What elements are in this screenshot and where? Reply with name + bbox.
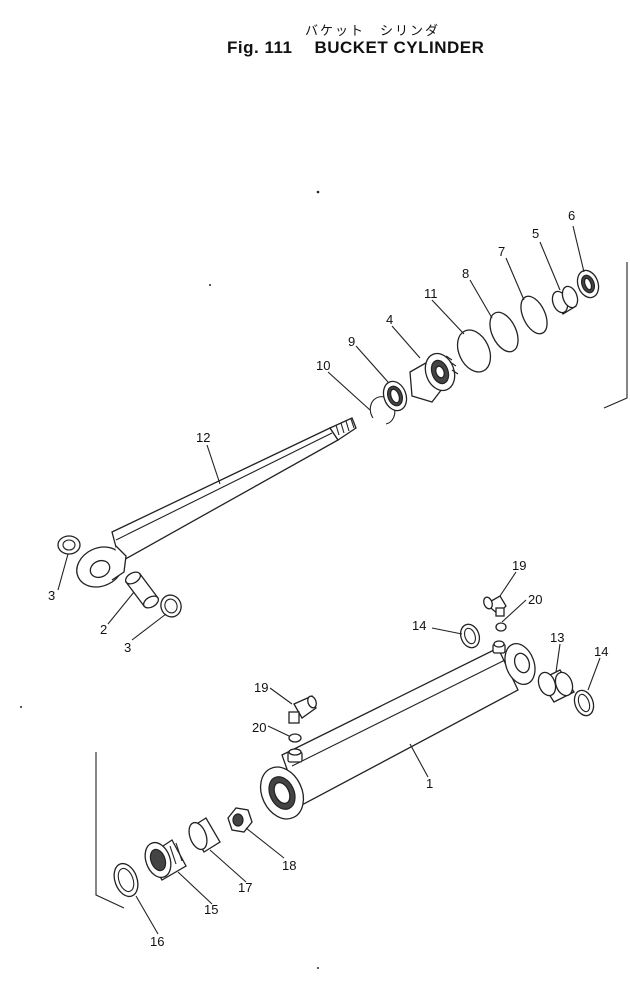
callout-2: 2 [100,622,107,637]
callout-3b: 3 [124,640,131,655]
callout-15: 15 [204,902,218,917]
piston-4 [409,352,459,403]
callout-20b: 20 [252,720,266,735]
dust-seal-16 [113,862,139,898]
callout-3a: 3 [48,588,55,603]
bushing-13 [537,669,575,703]
backup-ring-8 [489,311,519,353]
group-bracket-upper [603,262,628,409]
cylinder-tube [259,640,536,820]
bushing-2 [124,571,160,609]
callout-7: 7 [498,244,505,259]
o-ring-20b [288,733,302,743]
japanese-title: バケット シリンダ [305,24,441,39]
figure-number: Fig. 111 [227,38,293,57]
dust-seal-3a [57,535,81,555]
nut-18 [227,807,253,833]
figure-name: BUCKET CYLINDER [314,38,485,57]
callout-13: 13 [550,630,564,645]
wear-ring-17 [188,817,221,853]
dust-seal-14a [459,623,481,649]
figure-header: バケット シリンダ Fig. 111 BUCKET CYLINDER [0,0,630,70]
callout-1: 1 [426,776,433,791]
bushing-5 [551,285,579,315]
callout-11: 11 [424,286,438,301]
callout-5: 5 [532,226,539,241]
ring-7 [520,295,548,335]
callout-19a: 19 [512,558,526,573]
callout-6: 6 [568,208,575,223]
leader-lines [57,225,601,935]
callout-4: 4 [386,312,393,327]
callout-19b: 19 [254,680,268,695]
elbow-fitting-19a [483,595,507,617]
callout-16: 16 [150,934,164,949]
elbow-fitting-19b [288,695,317,724]
dust-seal-14b [573,689,595,717]
o-ring-20a [495,622,507,632]
seal-9 [382,380,408,412]
callout-9: 9 [348,334,355,349]
dust-seal-6 [576,269,600,299]
o-ring-11 [456,329,492,373]
callout-14a: 14 [412,618,426,633]
callout-labels: 1 2 3 3 4 5 6 7 8 9 10 11 12 13 14 14 15… [48,208,608,949]
group-bracket-lower [95,752,125,909]
callout-10: 10 [316,358,330,373]
callout-8: 8 [462,266,469,281]
callout-14b: 14 [594,644,608,659]
piston-rod [76,417,357,588]
cylinder-head-15 [144,839,187,881]
callout-12: 12 [196,430,210,445]
dust-seal-3b [160,594,182,618]
callout-18: 18 [282,858,296,873]
callout-20a: 20 [528,592,542,607]
figure-title: Fig. 111 BUCKET CYLINDER [227,38,484,58]
callout-17: 17 [238,880,252,895]
